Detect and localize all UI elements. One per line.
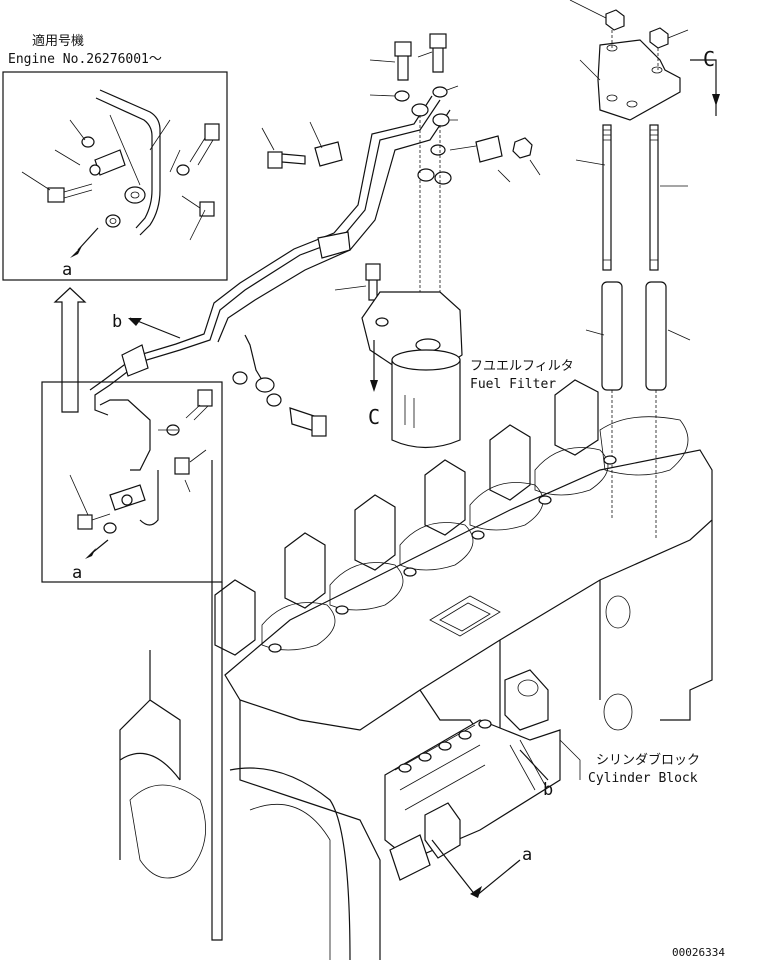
leader-b-lower (519, 749, 549, 781)
fuel-filter-label-en: Fuel Filter (470, 377, 556, 392)
arrow-a-lower (470, 886, 482, 898)
upper-bolts (261, 33, 541, 330)
cylinder-block-label-jp: シリンダブロック (596, 752, 700, 768)
ref-b-upper: b (112, 312, 122, 332)
banjo-fitting (232, 371, 327, 437)
bracket-and-studs (569, 0, 691, 540)
cylinder-block-label-en: Cylinder Block (588, 771, 698, 786)
fuel-filter (361, 291, 463, 449)
arrow-c-left-head (370, 380, 378, 392)
inset-detail-upper (2, 71, 228, 281)
drawing-number: 00026334 (672, 946, 725, 959)
fuel-pipes (89, 95, 451, 416)
ref-a-lower: a (72, 563, 82, 583)
arrow-b-upper (128, 318, 142, 326)
fuel-filter-label-jp: フユエルフィルタ (470, 359, 574, 374)
ref-c-right: C (703, 47, 715, 71)
engine-number-note: Engine No.26276001～ (8, 52, 162, 67)
ref-b-lower: b (543, 780, 553, 800)
frame-line (211, 460, 223, 941)
ref-a-upper: a (62, 260, 72, 280)
arrow-c-right-head (712, 94, 720, 106)
cylinder-block (119, 379, 713, 960)
applicable-note-jp: 適用号機 (32, 33, 84, 49)
up-arrow (53, 287, 87, 413)
ref-c-left: C (368, 405, 380, 429)
injection-pump (384, 669, 581, 881)
ref-a-bottom: a (522, 845, 532, 865)
inset-detail-lower (41, 381, 223, 583)
